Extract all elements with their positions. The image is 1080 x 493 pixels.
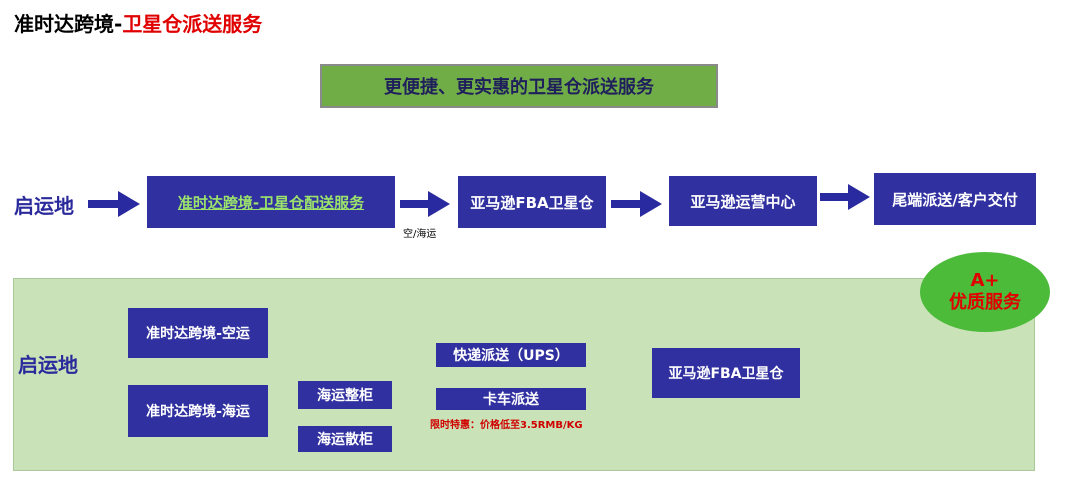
service-banner: 更便捷、更实惠的卫星仓派送服务	[320, 64, 718, 108]
title-highlight: 卫星仓派送服务	[122, 12, 263, 36]
flow-step-fba-satellite: 亚马逊FBA卫星仓	[458, 176, 606, 228]
express-delivery-box: 快递派送（UPS）	[436, 343, 586, 367]
title-prefix: 准时达跨境-	[14, 12, 123, 36]
fcl-box: 海运整柜	[298, 381, 392, 409]
detail-fba-satellite-box: 亚马逊FBA卫星仓	[652, 348, 800, 398]
flow-origin: 启运地	[14, 194, 74, 218]
flow-step-amazon-center: 亚马逊运营中心	[669, 176, 817, 226]
truck-delivery-box: 卡车派送	[436, 388, 586, 410]
air-freight-box: 准时达跨境-空运	[128, 308, 268, 358]
arrow-step3-to-step4	[820, 184, 870, 210]
lcl-box: 海运散柜	[298, 426, 392, 452]
flow-step-last-mile: 尾端派送/客户交付	[874, 173, 1036, 225]
detail-origin: 启运地	[18, 353, 78, 377]
satellite-service-link[interactable]: 准时达跨境-卫星仓配送服务	[177, 193, 365, 212]
promo-note: 限时特惠：价格低至3.5RMB/KG	[430, 420, 583, 431]
page-title: 准时达跨境-卫星仓派送服务	[14, 8, 262, 37]
flow-step-satellite-service[interactable]: 准时达跨境-卫星仓配送服务	[147, 176, 395, 228]
detail-panel	[13, 278, 1035, 471]
arrow-origin-to-step1	[88, 191, 140, 217]
mode-label: 空/海运	[403, 229, 437, 240]
badge-grade: A+	[970, 270, 1000, 291]
quality-badge: A+ 优质服务	[920, 252, 1050, 332]
arrow-step1-to-step2	[400, 191, 450, 217]
sea-freight-box: 准时达跨境-海运	[128, 385, 268, 437]
arrow-step2-to-step3	[611, 191, 662, 217]
badge-text: 优质服务	[949, 292, 1021, 313]
